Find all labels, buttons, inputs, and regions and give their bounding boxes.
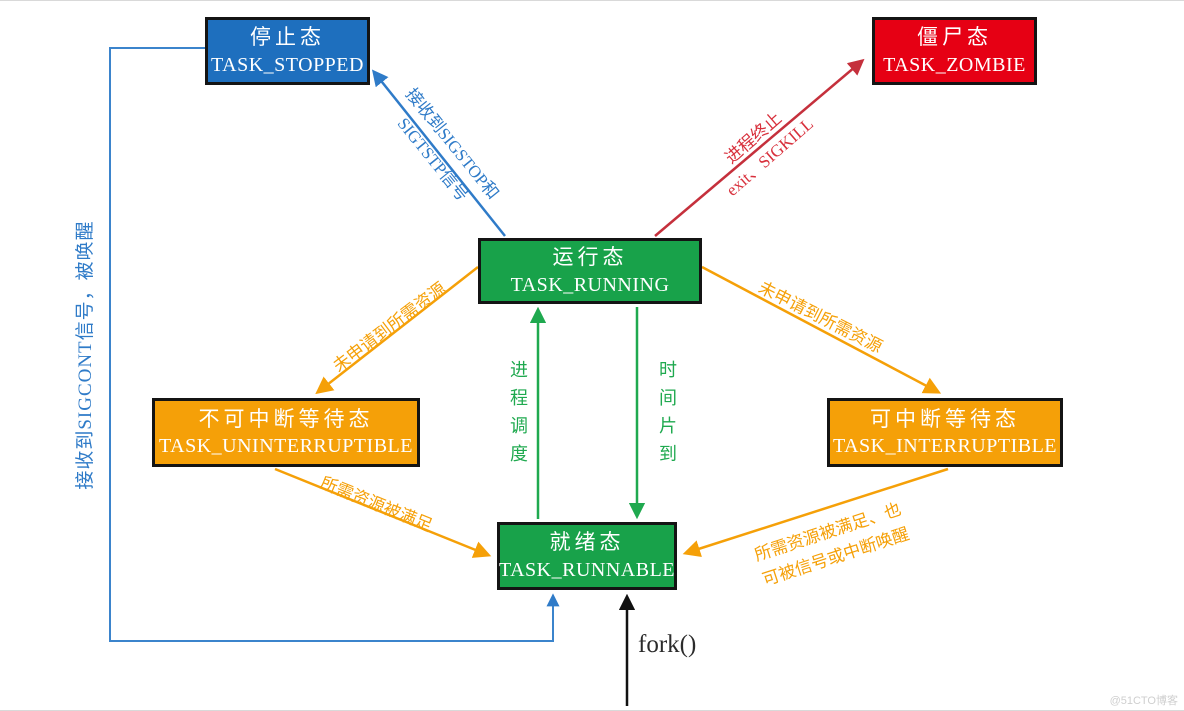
node-zombie-name: 僵尸态 [917, 25, 992, 50]
node-interruptible-wait-state: 可中断等待态 TASK_INTERRUPTIBLE [827, 398, 1063, 467]
node-running-name: 运行态 [552, 245, 628, 270]
node-zombie-code: TASK_ZOMBIE [883, 53, 1026, 76]
node-interruptible-code: TASK_INTERRUPTIBLE [832, 435, 1058, 458]
node-zombie-state: 僵尸态 TASK_ZOMBIE [872, 17, 1037, 85]
edge-label-sigcont-wakeup: 接收到SIGCONT信号，被唤醒 [75, 220, 97, 490]
edge-label-time-slice-expired: 时 间 片 到 [659, 360, 677, 464]
node-uninterruptible-name: 不可中断等待态 [198, 406, 374, 431]
arrow-stopped-to-runnable [109, 47, 560, 642]
node-uninterruptible-wait-state: 不可中断等待态 TASK_UNINTERRUPTIBLE [152, 398, 420, 467]
arrow-interruptible-to-runnable [682, 467, 949, 558]
node-runnable-name: 就绪态 [549, 530, 625, 555]
node-runnable-state: 就绪态 TASK_RUNNABLE [497, 522, 677, 590]
arrow-uninterruptible-to-runnable [274, 467, 492, 558]
node-running-code: TASK_RUNNING [510, 273, 670, 296]
arrow-running-to-uninterruptible [315, 266, 479, 395]
arrow-running-to-stopped [371, 69, 506, 237]
edge-label-fork-call: fork() [638, 630, 697, 658]
node-runnable-code: TASK_RUNNABLE [499, 558, 676, 581]
node-uninterruptible-code: TASK_UNINTERRUPTIBLE [159, 435, 413, 458]
watermark-51cto: @51CTO博客 [1109, 695, 1178, 707]
arrow-running-to-zombie [654, 58, 865, 237]
node-interruptible-name: 可中断等待态 [870, 406, 1020, 431]
arrow-running-to-interruptible [701, 265, 942, 394]
top-divider [0, 0, 1184, 1]
node-running-state: 运行态 TASK_RUNNING [478, 238, 702, 304]
node-stopped-code: TASK_STOPPED [211, 53, 364, 76]
edge-label-process-schedule: 进 程 调 度 [510, 360, 528, 464]
node-stopped-state: 停止态 TASK_STOPPED [205, 17, 370, 85]
node-stopped-name: 停止态 [250, 25, 325, 50]
